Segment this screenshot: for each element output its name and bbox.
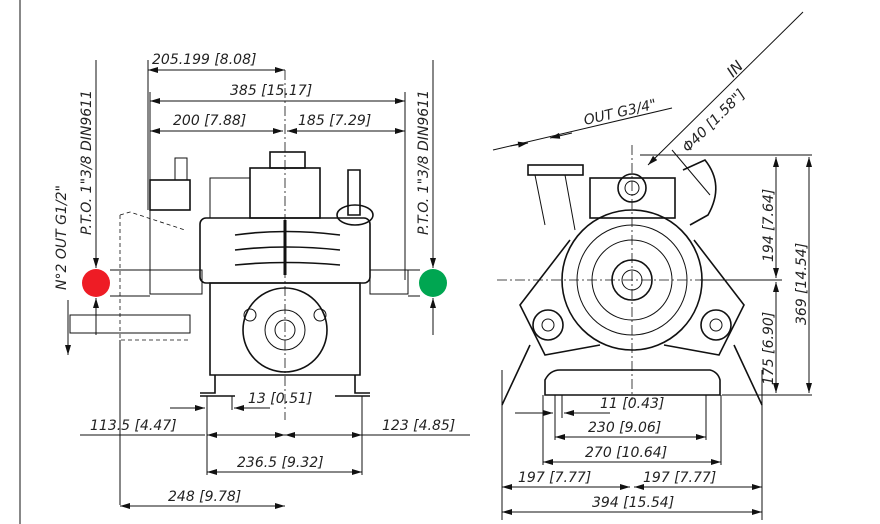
label-inlet: IN bbox=[723, 57, 747, 81]
dim-194: 194 [7.64] bbox=[761, 189, 777, 262]
label-pto-right: P.T.O. 1"3/8 DIN9611 bbox=[416, 90, 432, 235]
right-view-pump bbox=[497, 145, 763, 406]
dim-270: 270 [10.64] bbox=[585, 445, 667, 461]
dim-236-5: 236.5 [9.32] bbox=[237, 455, 324, 471]
dim-197-right: 197 [7.77] bbox=[643, 470, 716, 486]
dim-13: 13 [0.51] bbox=[248, 391, 312, 407]
right-view-dimensions bbox=[492, 11, 812, 520]
dim-230: 230 [9.06] bbox=[588, 420, 661, 436]
left-view-dimensions bbox=[65, 60, 470, 509]
dim-123: 123 [4.85] bbox=[382, 418, 455, 434]
label-pto-left: P.T.O. 1"3/8 DIN9611 bbox=[79, 90, 95, 235]
dim-369: 369 [14.54] bbox=[794, 243, 810, 325]
pto-left-marker bbox=[82, 269, 110, 297]
dim-11: 11 [0.43] bbox=[600, 396, 664, 412]
dim-248: 248 [9.78] bbox=[168, 489, 241, 505]
dim-175: 175 [6.90] bbox=[761, 312, 777, 385]
label-out-g1-2: N°2 OUT G1/2" bbox=[54, 185, 70, 290]
label-inlet-diameter: Φ40 [1.58"] bbox=[680, 87, 749, 156]
dim-205: 205.199 [8.08] bbox=[152, 52, 256, 68]
dim-113-5: 113.5 [4.47] bbox=[90, 418, 177, 434]
label-outlet: OUT G3/4" bbox=[582, 97, 658, 129]
dim-200: 200 [7.88] bbox=[173, 113, 246, 129]
dim-394: 394 [15.54] bbox=[592, 495, 674, 511]
dim-185: 185 [7.29] bbox=[298, 113, 371, 129]
dim-385: 385 [15.17] bbox=[230, 83, 312, 99]
left-view-pump bbox=[69, 70, 409, 420]
dim-197-left: 197 [7.77] bbox=[518, 470, 591, 486]
pto-right-marker bbox=[419, 269, 447, 297]
